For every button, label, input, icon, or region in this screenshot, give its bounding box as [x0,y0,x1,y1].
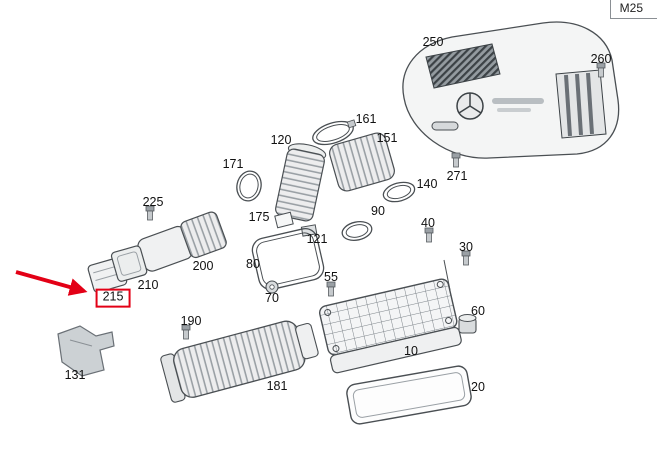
part-label-181[interactable]: 181 [266,379,288,394]
intake-duct-120-shape [275,143,327,222]
air-filter-element-20-shape [346,365,472,425]
part-label-20[interactable]: 20 [471,380,485,395]
part-label-140[interactable]: 140 [416,177,438,192]
part-label-190[interactable]: 190 [180,314,202,329]
part-label-121[interactable]: 121 [306,232,328,247]
duct-200-shape [137,211,227,272]
part-label-225[interactable]: 225 [142,195,164,210]
bolt-190-shape [181,324,191,340]
bracket-131-shape [57,325,115,377]
part-label-120[interactable]: 120 [270,133,292,148]
seal-80-shape [251,227,325,291]
intake-duct-181-shape [160,320,319,403]
air-filter-housing-10-shape [318,278,462,374]
engine-cover-shape [402,21,620,159]
ring-90-shape [341,221,373,241]
grommet-70-shape [265,280,279,294]
sleeve-60-shape [458,314,477,334]
element-175-shape [274,211,294,229]
clamp-140-shape [382,181,416,203]
part-label-55[interactable]: 55 [324,270,338,285]
bolt-260-shape [596,62,606,78]
clamp-161-shape [312,119,357,146]
part-label-90[interactable]: 90 [371,204,385,219]
part-label-60[interactable]: 60 [471,304,485,319]
pointer-arrow [15,270,88,296]
part-label-151[interactable]: 151 [376,131,398,146]
part-label-210[interactable]: 210 [137,278,159,293]
bolt-271-shape [451,152,461,168]
corner-label: M25 [609,0,657,19]
cover-plates-210-215-shape [87,245,148,293]
part-label-70[interactable]: 70 [265,291,279,306]
air-hose-151-shape [329,132,395,192]
part-label-171[interactable]: 171 [222,157,244,172]
bolt-55-shape [326,281,336,297]
part-label-200[interactable]: 200 [192,259,214,274]
part-label-80[interactable]: 80 [246,257,260,272]
bolt-40-shape [424,227,434,243]
part-label-215[interactable]: 215 [95,288,131,308]
part-label-10[interactable]: 10 [404,344,418,359]
part-label-40[interactable]: 40 [421,216,435,231]
part-label-250[interactable]: 250 [422,35,444,50]
part-label-161[interactable]: 161 [355,112,377,127]
bolt-225-shape [145,205,155,221]
part-label-175[interactable]: 175 [248,210,270,225]
part-label-30[interactable]: 30 [459,240,473,255]
ring-171-shape [236,170,262,202]
part-label-260[interactable]: 260 [590,52,612,67]
part-label-271[interactable]: 271 [446,169,468,184]
part-label-131[interactable]: 131 [64,368,86,383]
bolt-30-shape [461,250,471,266]
